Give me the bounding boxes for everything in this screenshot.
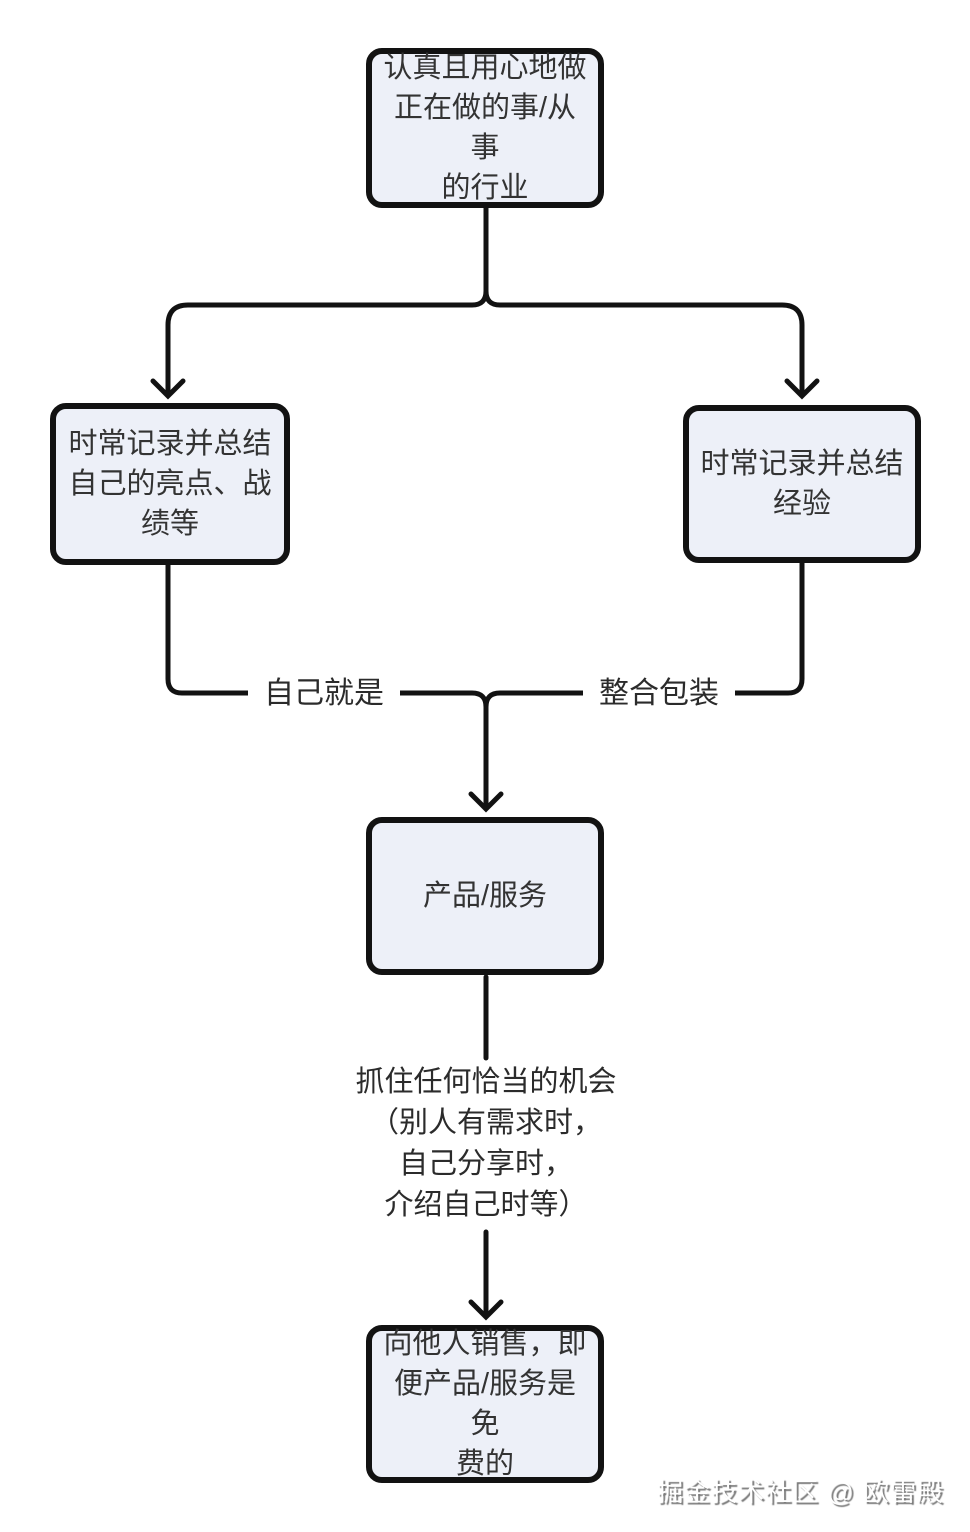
node-sell-to-others: 向他人销售，即 便产品/服务是免 费的 [366, 1325, 604, 1483]
arrowhead-into-left-node-icon [150, 378, 186, 400]
arrowhead-into-right-node-icon [784, 378, 820, 400]
edge-split-to-right [483, 205, 805, 397]
edge-merge-from-right [483, 560, 805, 710]
arrowhead-into-sell-node-icon [468, 1299, 504, 1321]
edge-split-to-left [165, 205, 489, 397]
node-record-experience: 时常记录并总结 经验 [683, 405, 921, 563]
node-work-seriously: 认真且用心地做 正在做的事/从事 的行业 [366, 48, 604, 208]
edge-note-opportunities: 抓住任何恰当的机会 （别人有需求时， 自己分享时， 介绍自己时等） [276, 1062, 696, 1226]
node-record-highlights: 时常记录并总结 自己的亮点、战 绩等 [50, 403, 290, 565]
edge-label-self-is: 自己就是 [248, 674, 400, 714]
arrowhead-into-product-node-icon [468, 791, 504, 813]
node-product-service: 产品/服务 [366, 817, 604, 975]
edge-merge-from-left [165, 562, 489, 710]
watermark-text: 掘金技术社区 @ 欧雷殿 [657, 1477, 944, 1507]
edge-label-integrate-package: 整合包装 [583, 674, 735, 714]
